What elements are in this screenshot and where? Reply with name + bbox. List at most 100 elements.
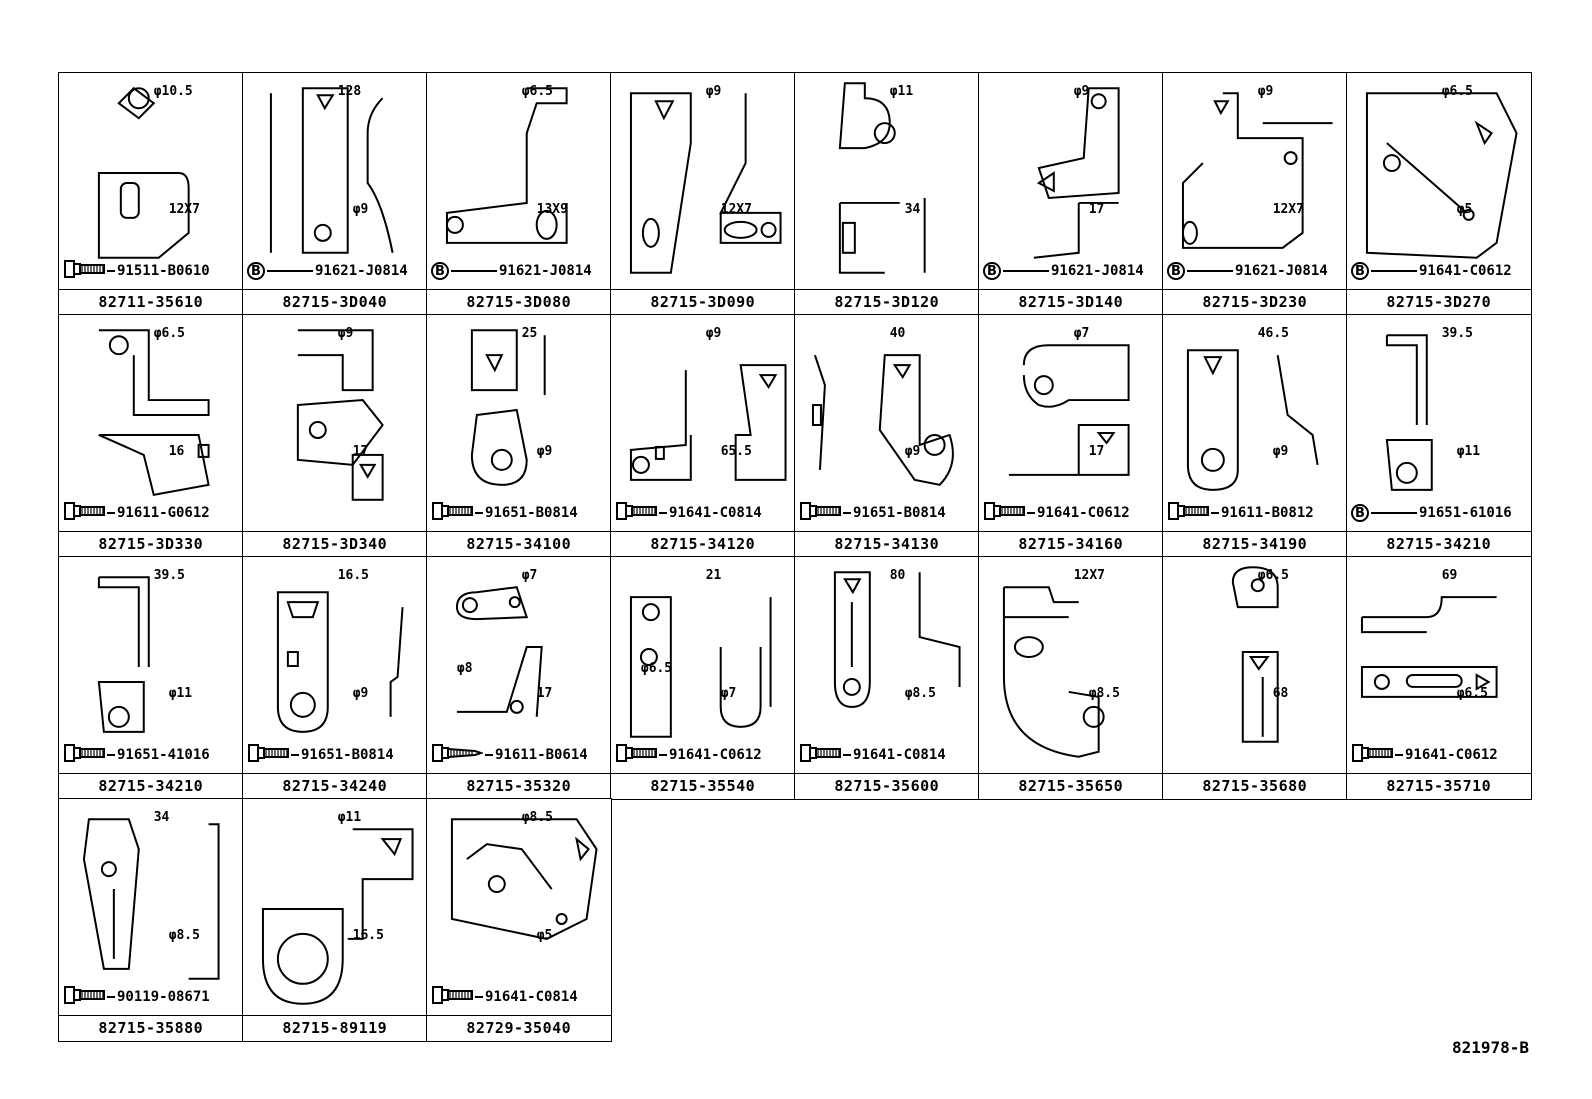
dimension-label: 39.5 bbox=[1442, 326, 1473, 341]
fastener-part-number: 91641-C0814 bbox=[669, 505, 762, 521]
bracket-drawing: 34 φ8.5 bbox=[82, 810, 220, 980]
dimension-label: φ11 bbox=[1457, 444, 1481, 459]
part-number: 82715-34100 bbox=[427, 531, 611, 556]
dimension-label: 12X7 bbox=[721, 202, 752, 217]
bracket-drawing: φ8.5φ5 bbox=[450, 810, 598, 943]
fastener-part-number: 90119-08671 bbox=[117, 989, 210, 1005]
b-symbol-icon: B bbox=[1351, 504, 1369, 522]
fastener-part-number: 91621-J0814 bbox=[315, 263, 408, 279]
dimension-label: φ11 bbox=[338, 810, 362, 825]
dimension-label: 40 bbox=[890, 326, 906, 341]
dimension-label: φ8.5 bbox=[1089, 686, 1120, 701]
b-symbol-icon: B bbox=[1351, 262, 1369, 280]
part-number: 82715-34210 bbox=[59, 773, 243, 798]
dimension-label: φ6.5 bbox=[1457, 686, 1488, 701]
dimension-label: φ6.5 bbox=[1258, 568, 1289, 583]
fastener-callout: 91651-B0814 bbox=[431, 501, 578, 525]
part-number: 82715-3D230 bbox=[1163, 289, 1347, 314]
fastener-part-number: 91651-B0814 bbox=[853, 505, 946, 521]
part-number: 82715-3D120 bbox=[795, 289, 979, 314]
dimension-label: 80 bbox=[890, 568, 906, 583]
fastener-callout: B 91651-61016 bbox=[1351, 501, 1512, 525]
part-number: 82715-35710 bbox=[1347, 773, 1531, 798]
fastener-callout: 91511-B0610 bbox=[63, 259, 210, 283]
bolt-icon bbox=[247, 742, 289, 768]
fastener-callout: 91651-B0814 bbox=[799, 501, 946, 525]
part-number: 82715-3D270 bbox=[1347, 289, 1531, 314]
dimension-label: φ9 bbox=[353, 202, 369, 217]
fastener-callout: 91641-C0814 bbox=[615, 501, 762, 525]
bolt-icon bbox=[615, 742, 657, 768]
part-number: 82729-35040 bbox=[427, 1015, 611, 1040]
fastener-part-number: 91641-C0612 bbox=[1037, 505, 1130, 521]
bracket-drawing: 46.5φ9 bbox=[1186, 326, 1319, 491]
part-number: 82715-34240 bbox=[243, 773, 427, 798]
dimension-label: 12X7 bbox=[1074, 568, 1105, 583]
bolt-icon bbox=[431, 984, 473, 1010]
dimension-label: 34 bbox=[154, 810, 170, 825]
fastener-callout: 91611-B0614 bbox=[431, 743, 588, 767]
dimension-label: 65.5 bbox=[721, 444, 752, 459]
fastener-part-number: 91511-B0610 bbox=[117, 263, 210, 279]
dimension-label: 16.5 bbox=[353, 928, 384, 943]
dimension-label: φ9 bbox=[905, 444, 921, 459]
bolt-icon bbox=[63, 258, 105, 284]
part-cell: 34 φ8.5 90119-08671 82715-35880 bbox=[58, 798, 244, 1042]
dimension-label: 68 bbox=[1273, 686, 1289, 701]
dimension-label: 16.5 bbox=[338, 568, 369, 583]
part-number: 82715-89119 bbox=[243, 1015, 427, 1040]
fastener-part-number: 91641-C0814 bbox=[485, 989, 578, 1005]
dimension-label: 21 bbox=[706, 568, 722, 583]
fastener-callout: 91611-G0612 bbox=[63, 501, 210, 525]
b-symbol-icon: B bbox=[983, 262, 1001, 280]
fastener-callout: 91651-41016 bbox=[63, 743, 210, 767]
fastener-part-number: 91651-61016 bbox=[1419, 505, 1512, 521]
dimension-label: 46.5 bbox=[1258, 326, 1289, 341]
dimension-label: φ8.5 bbox=[169, 928, 200, 943]
part-number: 82715-35540 bbox=[611, 773, 795, 798]
fastener-callout: 91641-C0814 bbox=[431, 985, 578, 1009]
dimension-label: 12X7 bbox=[169, 202, 200, 217]
dimension-label: 17 bbox=[1089, 202, 1105, 217]
part-number: 82715-3D340 bbox=[243, 531, 427, 556]
dimension-label: 128 bbox=[338, 84, 361, 99]
bolt-icon bbox=[1351, 742, 1393, 768]
bracket-drawing: φ11 16.5 bbox=[261, 810, 414, 1005]
bracket-drawing: φ9 65.5 bbox=[629, 326, 787, 481]
dimension-label: 16 bbox=[169, 444, 185, 459]
dimension-label: φ8.5 bbox=[905, 686, 936, 701]
dimension-label: φ6.5 bbox=[641, 661, 672, 676]
bolt-icon bbox=[63, 742, 105, 768]
fastener-part-number: 91641-C0612 bbox=[1419, 263, 1512, 279]
dimension-label: φ6.5 bbox=[1442, 84, 1473, 99]
dimension-label: φ9 bbox=[706, 326, 722, 341]
dimension-label: 39.5 bbox=[154, 568, 185, 583]
b-symbol-icon: B bbox=[431, 262, 449, 280]
dimension-label: 13X9 bbox=[537, 202, 568, 217]
dimension-label: φ5 bbox=[537, 928, 553, 943]
bolt-icon bbox=[799, 742, 841, 768]
part-number: 82715-35880 bbox=[59, 1015, 243, 1040]
dimension-label: 69 bbox=[1442, 568, 1458, 583]
